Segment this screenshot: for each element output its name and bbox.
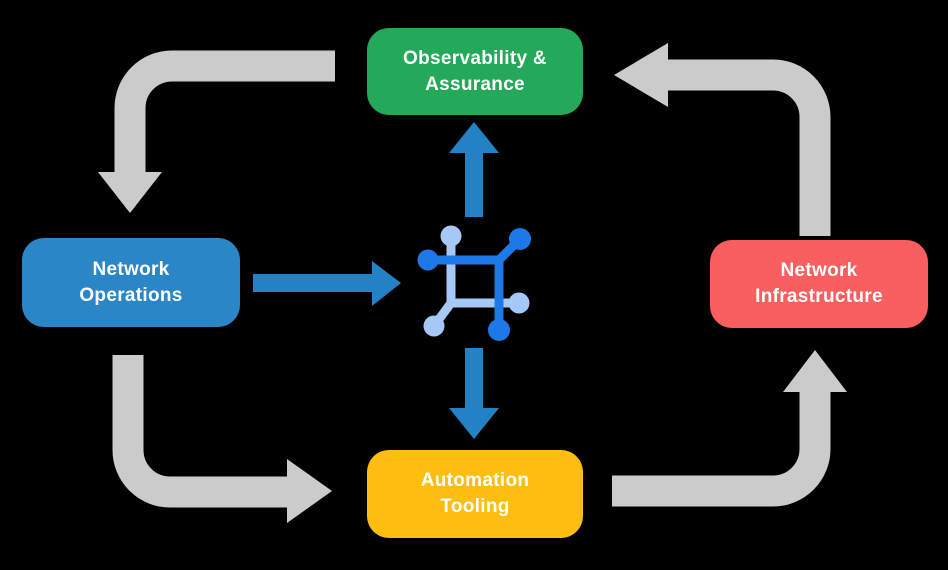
icon-light-nodes [423,225,530,337]
flow-arrow-platform-to-observability [449,122,499,217]
network-platform-icon [417,225,531,341]
node-label-line: Operations [79,284,183,306]
cycle-arrow-automation-to-infrastructure [612,350,847,507]
arrowhead-down [449,408,499,439]
flow-arrow-platform-to-automation [449,348,499,439]
arrowhead-right [287,459,332,523]
node-network-infrastructure[interactable]: Network Infrastructure [710,240,928,328]
node-automation-tooling[interactable]: Automation Tooling [367,450,583,538]
arrowhead-up [449,122,499,153]
node-label-line: Network [92,258,170,280]
arrowhead-up [783,350,847,392]
node-label-line: Infrastructure [755,286,883,307]
arrowhead-right [372,261,401,306]
cycle-arrow-observability-to-operations [98,50,335,213]
icon-dark-nodes [417,228,531,341]
flow-arrow-operations-to-platform [253,261,401,306]
node-observability-assurance[interactable]: Observability & Assurance [367,28,583,115]
node-label-line: Automation [420,470,530,491]
arrowhead-down [98,172,162,213]
arrowhead-left [614,43,668,107]
cycle-arrow-operations-to-automation [112,355,332,523]
node-network-operations[interactable]: Network Operations [22,238,240,327]
node-label-line: Network [780,260,858,281]
node-label-line: Assurance [425,73,525,95]
cycle-arrow-infrastructure-to-observability [614,43,831,236]
node-label-line: Observability & [403,47,547,69]
node-label-line: Tooling [440,496,510,517]
